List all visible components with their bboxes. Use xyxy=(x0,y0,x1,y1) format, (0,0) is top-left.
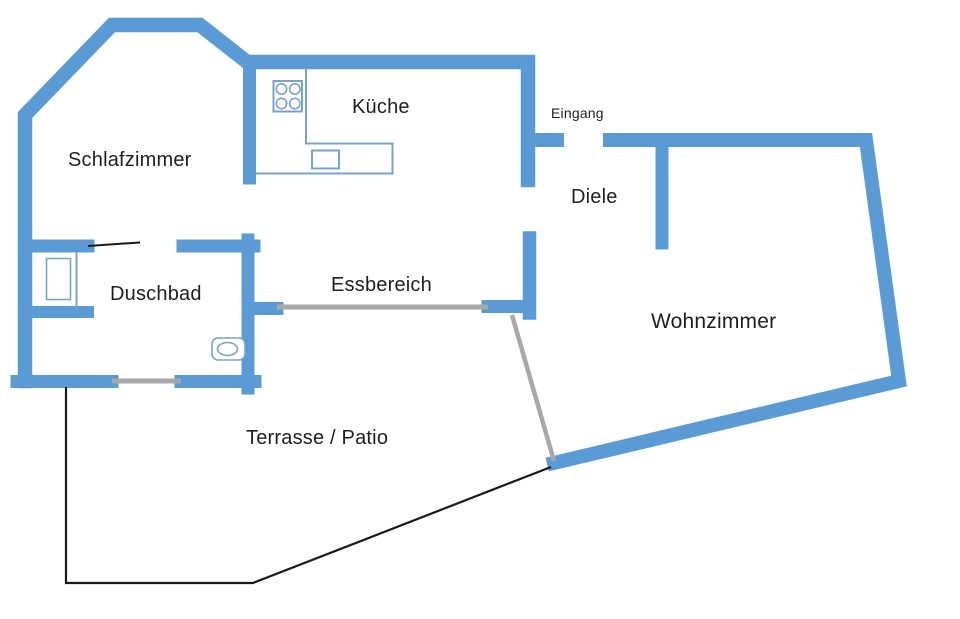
room-label-duschbad: Duschbad xyxy=(110,283,202,305)
living-room-outer-wall xyxy=(545,133,907,472)
stove-icon xyxy=(272,80,303,113)
room-label-kueche: Küche xyxy=(352,96,410,118)
counter-outline xyxy=(255,69,394,175)
terrace-boundary-line xyxy=(64,387,552,585)
bathroom-door-leaf-line xyxy=(87,241,141,247)
door-lines xyxy=(112,304,557,462)
room-label-terrasse: Terrasse / Patio xyxy=(246,427,389,449)
toilet-icon xyxy=(211,337,246,361)
sink-icon xyxy=(311,149,340,170)
room-label-eingang: Eingang xyxy=(551,105,604,121)
room-label-schlafzimmer: Schlafzimmer xyxy=(68,149,192,171)
walls xyxy=(10,17,907,472)
shower-tray-icon xyxy=(45,257,72,301)
patio-door-line xyxy=(509,314,557,462)
kitchen-counter xyxy=(255,69,394,175)
room-label-essbereich: Essbereich xyxy=(331,274,432,296)
room-label-wohnzimmer: Wohnzimmer xyxy=(651,310,777,333)
outline-lines xyxy=(64,241,552,585)
bathroom-fixtures xyxy=(45,252,246,361)
outer-wall-left-top xyxy=(17,17,536,389)
room-label-diele: Diele xyxy=(571,186,618,208)
